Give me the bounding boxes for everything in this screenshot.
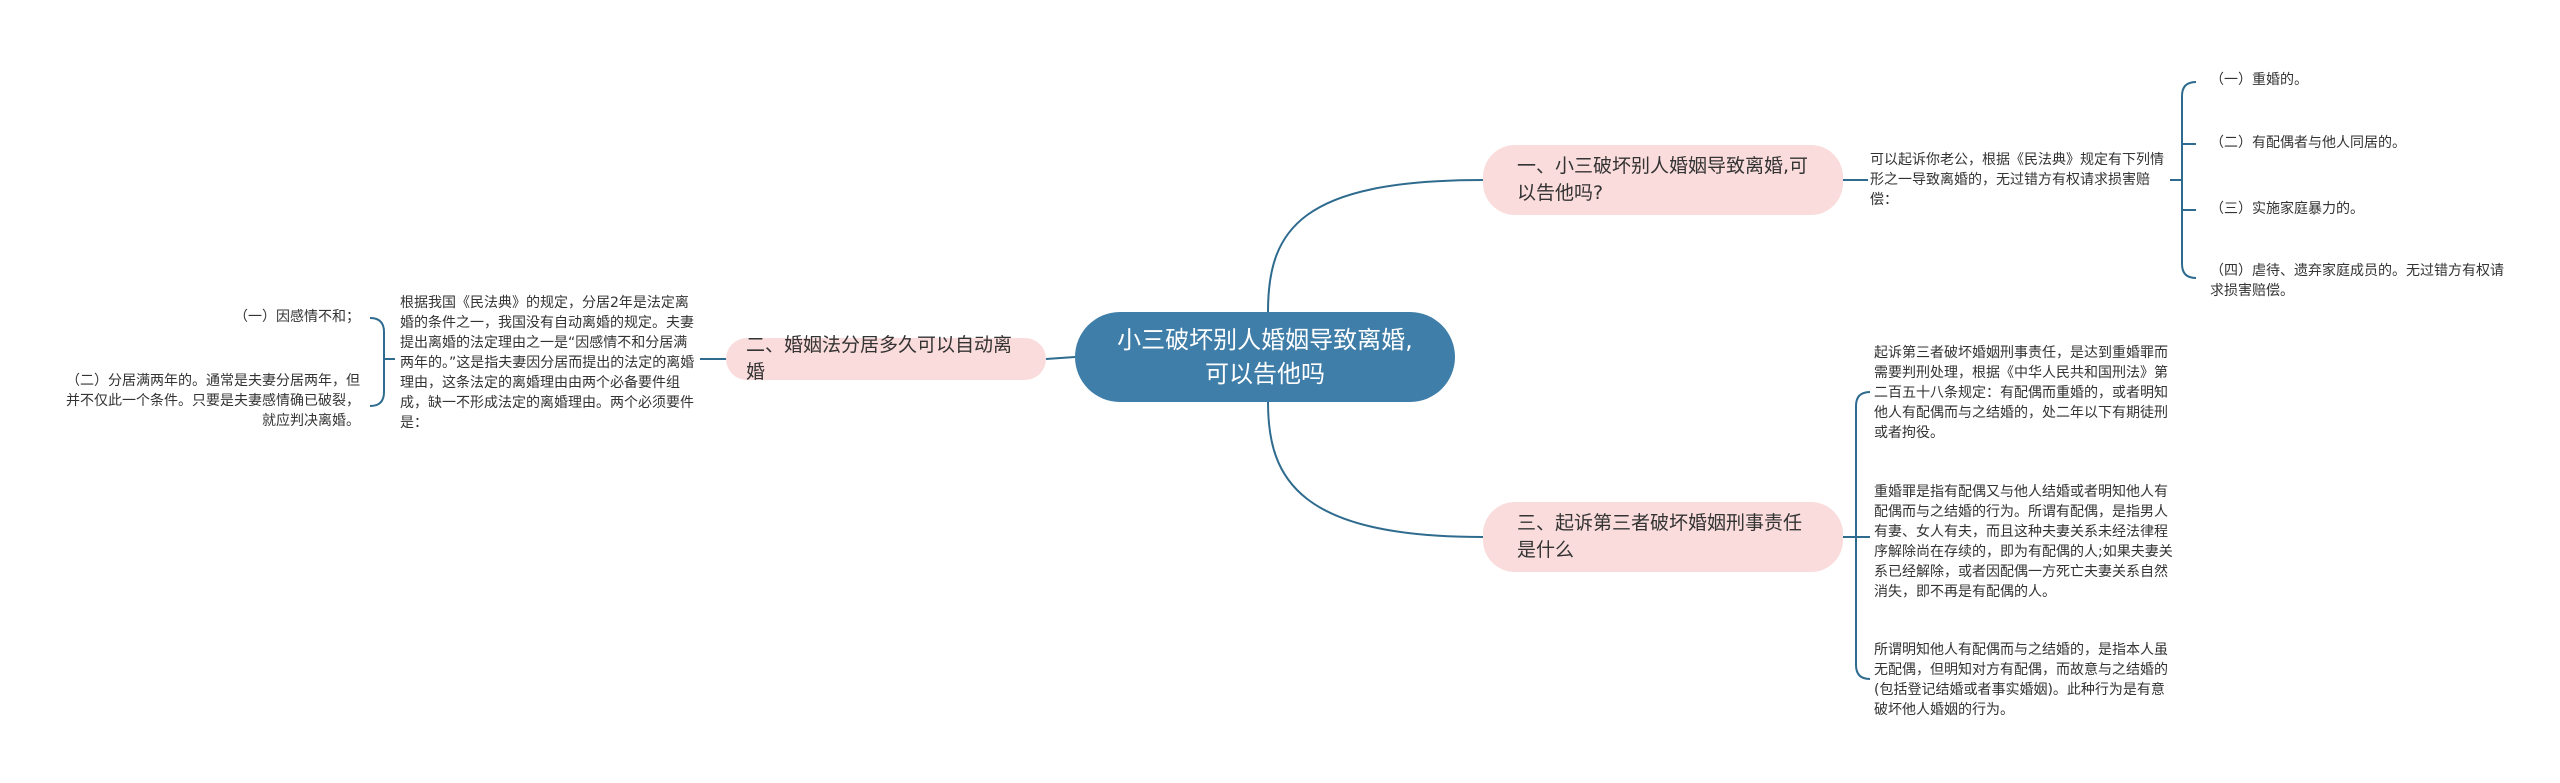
bracket-branch-2 bbox=[369, 317, 385, 407]
branch-2-item-2[interactable]: （二）分居满两年的。通常是夫妻分居两年，但并不仅此一个条件。只要是夫妻感情确已破… bbox=[66, 373, 360, 429]
branch-1-item-2[interactable]: （二）有配偶者与他人同居的。 bbox=[2210, 135, 2406, 151]
bracket-branch-3 bbox=[1855, 391, 1871, 680]
branch-topic-2-label: 二、婚姻法分居多久可以自动离婚 bbox=[746, 334, 1013, 383]
link-root-branch-3 bbox=[1267, 401, 1484, 538]
branch-2-item-1[interactable]: （一）因感情不和； bbox=[234, 309, 360, 325]
branch-1-detail[interactable]: 可以起诉你老公，根据《民法典》规定有下列情形之一导致离婚的，无过错方有权请求损害… bbox=[1870, 152, 2164, 208]
branch-topic-2[interactable]: 二、婚姻法分居多久可以自动离婚 bbox=[726, 334, 1046, 383]
branch-topic-1-label: 一、小三破坏别人婚姻导致离婚,可以告他吗? bbox=[1517, 155, 1809, 204]
branch-topic-3[interactable]: 三、起诉第三者破坏婚姻刑事责任是什么 bbox=[1483, 502, 1843, 572]
branch-3-item-2[interactable]: 重婚罪是指有配偶又与他人结婚或者明知他人有配偶而与之结婚的行为。所谓有配偶，是指… bbox=[1874, 484, 2173, 600]
branch-topic-1[interactable]: 一、小三破坏别人婚姻导致离婚,可以告他吗? bbox=[1483, 145, 1843, 215]
branch-2-detail[interactable]: 根据我国《民法典》的规定，分居2年是法定离婚的条件之一，我国没有自动离婚的规定。… bbox=[400, 295, 695, 431]
link-root-branch-2 bbox=[1045, 356, 1076, 360]
bracket-branch-1 bbox=[2181, 81, 2197, 279]
branch-1-item-4[interactable]: （四）虐待、遗弃家庭成员的。无过错方有权请求损害赔偿。 bbox=[2210, 263, 2504, 299]
branch-3-item-1[interactable]: 起诉第三者破坏婚姻刑事责任，是达到重婚罪而需要判刑处理，根据《中华人民共和国刑法… bbox=[1874, 345, 2168, 441]
link-root-branch-1 bbox=[1267, 179, 1484, 313]
branch-3-item-3[interactable]: 所谓明知他人有配偶而与之结婚的，是指本人虽无配偶，但明知对方有配偶，而故意与之结… bbox=[1874, 642, 2168, 718]
branch-1-item-3[interactable]: （三）实施家庭暴力的。 bbox=[2210, 201, 2364, 217]
root-topic[interactable]: 小三破坏别人婚姻导致离婚,可以告他吗 bbox=[1075, 312, 1455, 402]
branch-1-item-1[interactable]: （一）重婚的。 bbox=[2210, 72, 2308, 88]
branch-topic-3-label: 三、起诉第三者破坏婚姻刑事责任是什么 bbox=[1517, 512, 1803, 561]
